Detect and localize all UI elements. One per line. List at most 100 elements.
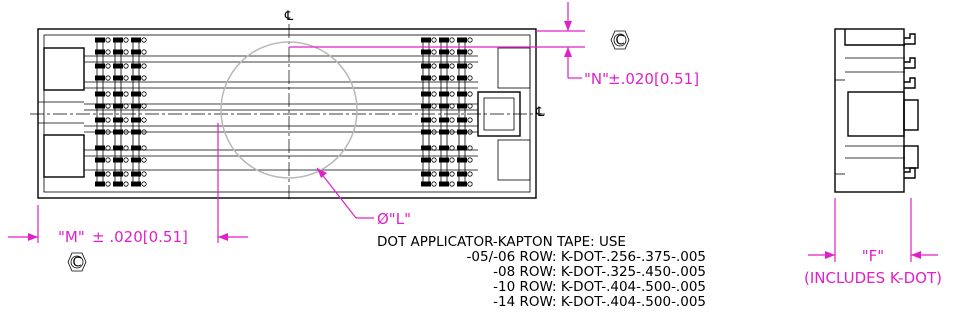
contact-hole	[449, 49, 455, 55]
side-tail	[904, 167, 916, 179]
contact-hole	[431, 103, 437, 109]
contact-pad	[439, 91, 449, 97]
contact-hole	[141, 63, 147, 69]
contact-post	[422, 37, 430, 187]
contact-post	[96, 37, 104, 187]
circle-c-symbol-bottom: C	[67, 252, 87, 272]
contact-hole	[123, 129, 129, 135]
contact-pad	[113, 49, 123, 55]
contact-pad	[421, 75, 431, 81]
side-tail	[904, 57, 916, 69]
contact-hole	[467, 91, 473, 97]
contact-pad	[457, 49, 467, 55]
contact-hole	[123, 91, 129, 97]
contact-pad	[131, 157, 141, 163]
contact-pad	[421, 63, 431, 69]
contact-array-right	[421, 37, 473, 187]
contact-pad	[421, 157, 431, 163]
contact-post	[440, 37, 448, 187]
contact-pad	[131, 37, 141, 43]
svg-text:C: C	[615, 34, 624, 49]
dim-n-tolerance: ±.020[0.51]	[608, 70, 699, 88]
contact-array-left	[95, 37, 147, 187]
contact-hole	[431, 129, 437, 135]
contact-pad	[131, 63, 141, 69]
contact-hole	[431, 37, 437, 43]
contact-pad	[439, 75, 449, 81]
contact-pad	[131, 103, 141, 109]
note-title: DOT APPLICATOR-KAPTON TAPE: USE	[377, 234, 626, 250]
contact-pad	[113, 171, 123, 177]
contact-pad	[421, 117, 431, 123]
contact-hole	[105, 103, 111, 109]
side-latch-tab	[903, 99, 919, 131]
side-latch	[847, 91, 905, 137]
dim-l: Ø"L"	[316, 167, 411, 228]
contact-hole	[123, 103, 129, 109]
contact-pad	[95, 171, 105, 177]
note-line: -08 ROW: K-DOT-.325-.450-.005	[493, 264, 706, 280]
contact-pad	[131, 49, 141, 55]
contact-hole	[467, 117, 473, 123]
contact-pad	[439, 63, 449, 69]
contact-pad	[457, 117, 467, 123]
contact-pad	[131, 145, 141, 151]
contact-pad	[113, 129, 123, 135]
contact-hole	[141, 117, 147, 123]
contact-pad	[439, 157, 449, 163]
contact-hole	[467, 75, 473, 81]
contact-hole	[123, 75, 129, 81]
dim-m-tolerance: ± .020[0.51]	[92, 228, 188, 246]
contact-hole	[141, 181, 147, 187]
contact-hole	[431, 63, 437, 69]
side-lower-tab	[903, 145, 919, 169]
contact-pad	[131, 181, 141, 187]
contact-hole	[141, 145, 147, 151]
contact-pad	[439, 129, 449, 135]
contact-pad	[457, 145, 467, 151]
contact-hole	[123, 49, 129, 55]
contact-post	[458, 37, 466, 187]
contact-hole	[123, 63, 129, 69]
contact-hole	[141, 129, 147, 135]
contact-hole	[141, 37, 147, 43]
contact-pad	[95, 75, 105, 81]
contact-hole	[449, 129, 455, 135]
svg-text:C: C	[72, 256, 81, 271]
connector-top-view	[30, 24, 545, 200]
contact-hole	[141, 49, 147, 55]
contact-hole	[431, 157, 437, 163]
contact-hole	[105, 117, 111, 123]
contact-pad	[439, 37, 449, 43]
contact-hole	[449, 117, 455, 123]
contact-hole	[431, 145, 437, 151]
contact-pad	[439, 181, 449, 187]
side-tail	[904, 33, 916, 45]
note-line: -10 ROW: K-DOT-.404-.500-.005	[493, 279, 706, 295]
contact-hole	[449, 91, 455, 97]
contact-pad	[113, 181, 123, 187]
connector-side-view	[834, 28, 919, 193]
contact-hole	[431, 75, 437, 81]
contact-hole	[105, 63, 111, 69]
contact-pad	[95, 181, 105, 187]
contact-pad	[113, 117, 123, 123]
contact-pad	[95, 145, 105, 151]
inner-body-outline	[43, 34, 531, 193]
contact-pad	[131, 91, 141, 97]
contact-pad	[457, 171, 467, 177]
contact-pad	[439, 171, 449, 177]
contact-hole	[431, 171, 437, 177]
contact-hole	[141, 91, 147, 97]
contact-hole	[431, 117, 437, 123]
contact-hole	[105, 129, 111, 135]
circle-c-symbol-top: C	[610, 30, 630, 50]
contact-pad	[131, 117, 141, 123]
contact-pad	[439, 49, 449, 55]
contact-hole	[141, 75, 147, 81]
contact-pad	[457, 157, 467, 163]
contact-pad	[131, 129, 141, 135]
contact-pad	[113, 37, 123, 43]
contact-hole	[431, 49, 437, 55]
